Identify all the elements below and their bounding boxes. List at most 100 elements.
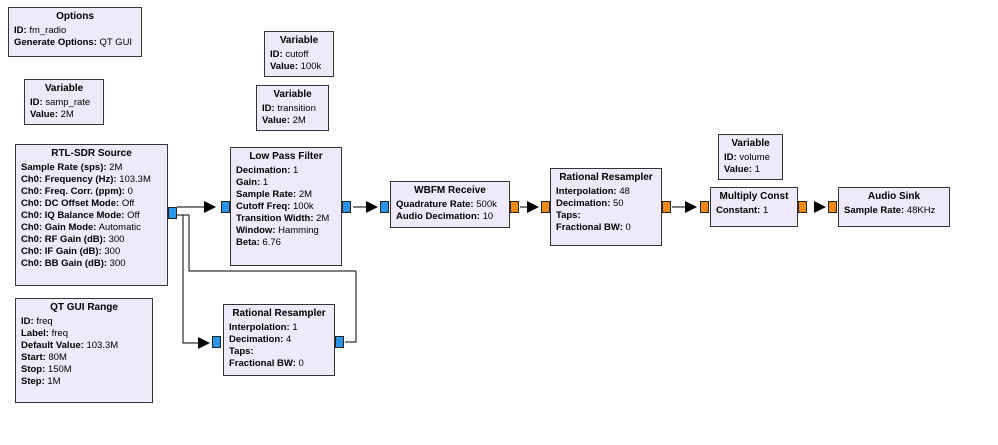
param-label: Sample Rate:	[844, 205, 905, 216]
param-value: 1	[754, 164, 760, 175]
param-label: Ch0: Frequency (Hz):	[21, 174, 117, 185]
param-value: 2M	[109, 162, 123, 173]
rational-resampler-upper-output-port[interactable]	[662, 201, 671, 213]
param-value: transition	[277, 103, 316, 114]
param-value: freq	[51, 328, 68, 339]
param-value: 300	[104, 246, 121, 257]
param-value: 10	[482, 211, 494, 222]
param-value: 1	[762, 205, 769, 216]
block-title: WBFM Receive	[414, 185, 486, 196]
param-label: Interpolation:	[229, 322, 290, 333]
variable-samp-rate-block[interactable]: Variable ID: samp_rate Value: 2M	[24, 79, 104, 125]
rational-resampler-lower-output-port[interactable]	[335, 336, 344, 348]
param-label: Gain:	[236, 177, 261, 188]
variable-transition-block[interactable]: Variable ID: transition Value: 2M	[256, 85, 329, 131]
rational-resampler-upper-block[interactable]: Rational Resampler Interpolation: 48 Dec…	[550, 168, 662, 246]
rtl-sdr-output-port[interactable]	[168, 207, 177, 219]
rational-resampler-upper-input-port[interactable]	[541, 201, 550, 213]
arrowhead-multiply	[685, 201, 697, 213]
wbfm-receive-block[interactable]: WBFM Receive Quadrature Rate: 500k Audio…	[390, 181, 510, 228]
rational-resampler-lower-input-port[interactable]	[212, 336, 221, 348]
param-label: Ch0: RF Gain (dB):	[21, 234, 106, 245]
param-label: Ch0: Freq. Corr. (ppm):	[21, 186, 125, 197]
param-label: Sample Rate (sps):	[21, 162, 107, 173]
param-label: Taps:	[229, 346, 254, 357]
param-label: ID:	[270, 49, 283, 60]
param-value: 2M	[316, 213, 330, 224]
param-label: Fractional BW:	[556, 222, 623, 233]
param-value: fm_radio	[29, 25, 67, 36]
param-value: Hamming	[278, 225, 319, 236]
arrowhead-resampler-lower	[198, 337, 210, 349]
param-value: 500k	[476, 199, 497, 210]
param-label: Constant:	[716, 205, 761, 216]
param-value: 1	[293, 165, 299, 176]
wbfm-receive-output-port[interactable]	[510, 201, 519, 213]
rtl-sdr-source-block[interactable]: RTL-SDR Source Sample Rate (sps): 2M Ch0…	[15, 144, 168, 286]
param-label: Label:	[21, 328, 49, 339]
block-title: Rational Resampler	[232, 308, 326, 319]
param-label: Ch0: Gain Mode:	[21, 222, 97, 233]
block-title: Variable	[279, 35, 319, 46]
param-value: QT GUI	[99, 37, 133, 48]
rational-resampler-lower-block[interactable]: Rational Resampler Interpolation: 1 Deci…	[223, 304, 335, 376]
arrowhead-lpf	[204, 201, 216, 213]
param-label: Transition Width:	[236, 213, 314, 224]
param-label: Window:	[236, 225, 276, 236]
param-label: Beta:	[236, 237, 260, 248]
param-label: Decimation:	[236, 165, 291, 176]
param-value: 2M	[60, 109, 74, 120]
variable-cutoff-block[interactable]: Variable ID: cutoff Value: 100k	[264, 31, 334, 77]
param-value: Off	[127, 210, 140, 221]
param-value: 1	[292, 322, 298, 333]
param-value: volume	[739, 152, 770, 163]
param-label: Sample Rate:	[236, 189, 297, 200]
param-label: Fractional BW:	[229, 358, 296, 369]
param-value: 2M	[292, 115, 306, 126]
variable-volume-block[interactable]: Variable ID: volume Value: 1	[718, 134, 783, 180]
param-label: Decimation:	[229, 334, 284, 345]
param-value: 100k	[293, 201, 314, 212]
wbfm-receive-input-port[interactable]	[380, 201, 389, 213]
arrowhead-wbfm	[366, 201, 378, 213]
param-label: Ch0: IQ Balance Mode:	[21, 210, 125, 221]
param-value: 0	[298, 358, 304, 369]
param-value: 48	[619, 186, 630, 197]
param-label: Interpolation:	[556, 186, 617, 197]
multiply-const-output-port[interactable]	[798, 201, 807, 213]
param-value: 300	[109, 258, 126, 269]
param-value: 2M	[298, 189, 313, 200]
multiply-const-input-port[interactable]	[700, 201, 709, 213]
param-label: Ch0: IF Gain (dB):	[21, 246, 102, 257]
param-label: Taps:	[556, 210, 581, 221]
param-label: Stop:	[21, 364, 46, 375]
param-label: ID:	[724, 152, 737, 163]
block-title: QT GUI Range	[50, 302, 118, 313]
audio-sink-block[interactable]: Audio Sink Sample Rate: 48KHz	[838, 187, 950, 227]
param-value: 103.3M	[119, 174, 151, 185]
low-pass-filter-output-port[interactable]	[342, 201, 351, 213]
low-pass-filter-block[interactable]: Low Pass Filter Decimation: 1 Gain: 1 Sa…	[230, 147, 342, 266]
options-block[interactable]: Options ID: fm_radio Generate Options: Q…	[8, 7, 142, 57]
param-label: Default Value:	[21, 340, 84, 351]
wire-rtl-branch	[182, 215, 204, 344]
multiply-const-block[interactable]: Multiply Const Constant: 1	[710, 187, 798, 227]
param-value: 50	[613, 198, 624, 209]
block-title: Variable	[273, 89, 312, 100]
param-label: Start:	[21, 352, 46, 363]
param-value: 1M	[47, 376, 61, 387]
qt-gui-range-block[interactable]: QT GUI Range ID: freq Label: freq Defaul…	[15, 298, 153, 403]
audio-sink-input-port[interactable]	[828, 201, 837, 213]
param-label: Value:	[724, 164, 752, 175]
low-pass-filter-input-port[interactable]	[221, 201, 230, 213]
param-label: ID:	[21, 316, 34, 327]
param-value: 0	[625, 222, 631, 233]
param-value: 150M	[47, 364, 72, 375]
param-value: 1	[262, 177, 269, 188]
param-value: 6.76	[262, 237, 281, 248]
param-value: 100k	[300, 61, 322, 72]
param-value: 48KHz	[906, 205, 936, 216]
param-value: 103.3M	[86, 340, 119, 351]
